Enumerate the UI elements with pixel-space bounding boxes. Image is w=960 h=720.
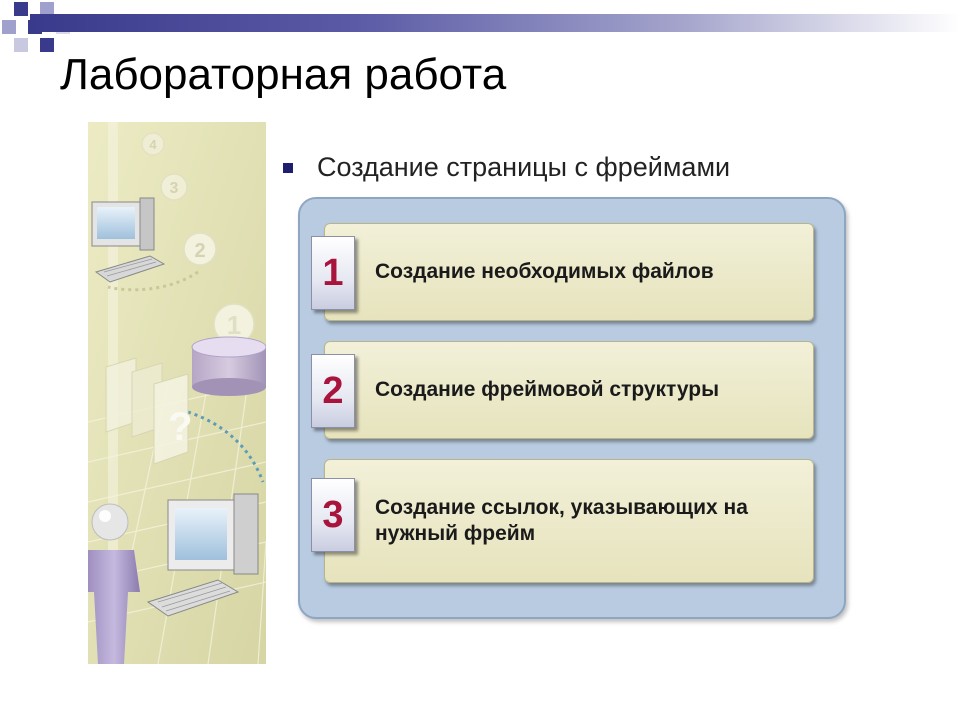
title-gradient-bar: [30, 14, 960, 32]
person-figure: [88, 503, 140, 664]
badge-2-label: 2: [194, 240, 205, 262]
computer-top: [91, 197, 166, 283]
question-mark-icon: ?: [168, 405, 192, 449]
slide-title: Лабораторная работа: [60, 50, 507, 99]
step-3-text: Создание ссылок, указывающих на нужный ф…: [375, 496, 748, 545]
step-2-box: 2 Создание фреймовой структуры: [311, 341, 814, 439]
step-2-text: Создание фреймовой структуры: [375, 378, 720, 401]
step-1-box: 1 Создание необходимых файлов: [311, 223, 814, 321]
database-disk: [191, 336, 266, 396]
badge-4-label: 4: [149, 137, 157, 152]
step-3-number-tile: 3: [311, 478, 355, 552]
step-1-number: 1: [322, 251, 344, 294]
step-3-box: 3 Создание ссылок, указывающих на нужный…: [311, 459, 814, 583]
step-1-text: Создание необходимых файлов: [375, 260, 714, 283]
computer-bottom: [146, 493, 259, 617]
bullet-square-icon: [283, 162, 293, 173]
step-badges: [141, 132, 255, 345]
step-1-number-tile: 1: [311, 236, 355, 310]
step-2-number: 2: [322, 369, 344, 412]
bullet-item: Создание страницы с фреймами: [283, 152, 730, 183]
document-pages: ?: [105, 357, 192, 465]
illustration-computers-network: 4 3 2 1 ?: [88, 122, 266, 664]
badge-3-label: 3: [170, 180, 179, 197]
step-3-number: 3: [322, 493, 344, 536]
step-2-number-tile: 2: [311, 354, 355, 428]
steps-panel: 1 Создание необходимых файлов 2 Создание…: [298, 197, 846, 619]
badge-1-label: 1: [227, 310, 241, 340]
bullet-text: Создание страницы с фреймами: [317, 152, 731, 182]
